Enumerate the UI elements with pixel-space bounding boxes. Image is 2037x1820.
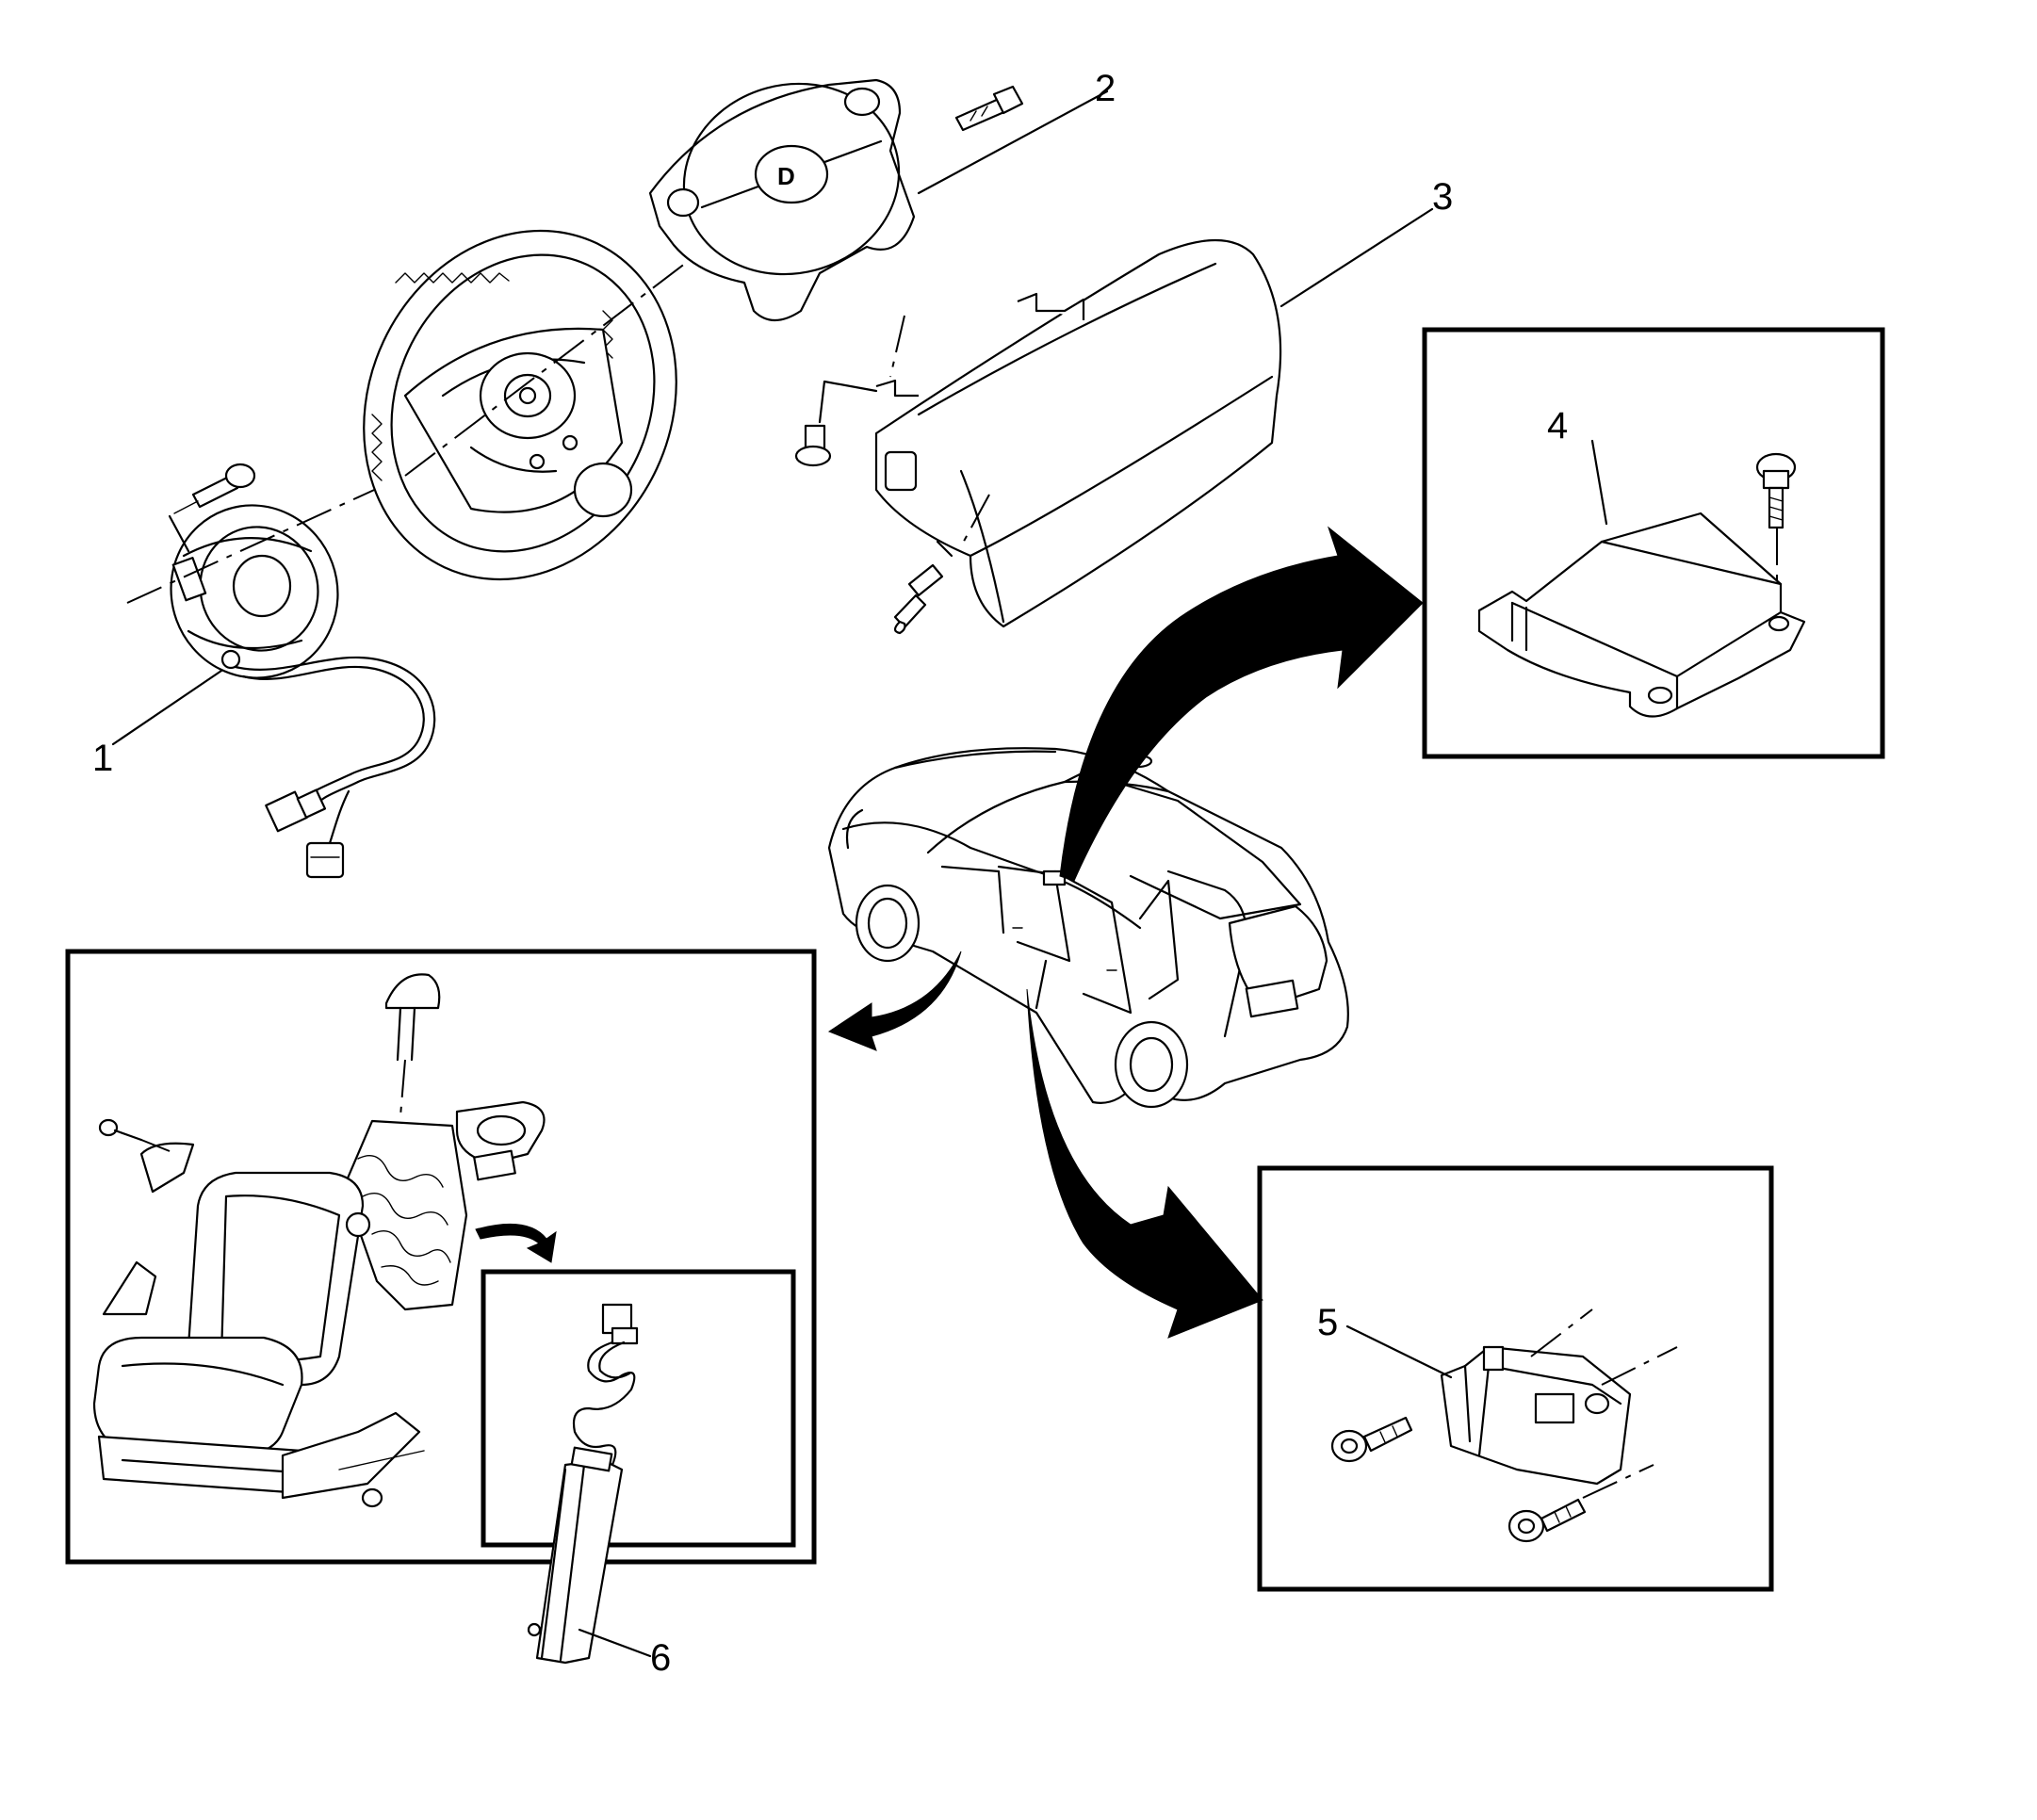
callout-labels: 1 2 3 4 5 6: [92, 68, 1568, 1679]
callout-5: 5: [1317, 1302, 1338, 1343]
inset-box-side-airbag: [481, 1269, 796, 1665]
steering-wheel: [363, 229, 698, 581]
part-3-passenger-airbag: [794, 207, 1434, 635]
vehicle-hatchback: [827, 747, 1349, 1109]
callout-3: 3: [1432, 176, 1453, 218]
part-2-driver-airbag: D: [648, 78, 1109, 322]
part-1-clock-spring: [126, 463, 436, 879]
leader-line-1: [111, 669, 223, 746]
callout-2: 2: [1095, 68, 1116, 109]
svg-text:D: D: [777, 162, 795, 190]
inset-box-side-sensor: [1257, 1165, 1774, 1592]
callout-6: 6: [650, 1637, 671, 1679]
arrow-to-sdm: [1059, 526, 1424, 882]
callout-4: 4: [1547, 405, 1568, 447]
arrow-to-seat: [827, 951, 962, 1051]
callout-1: 1: [92, 738, 113, 779]
inset-box-sdm: [1422, 327, 1885, 759]
arrow-to-side-sensor: [1026, 988, 1263, 1339]
inset-box-seat: [65, 949, 817, 1565]
